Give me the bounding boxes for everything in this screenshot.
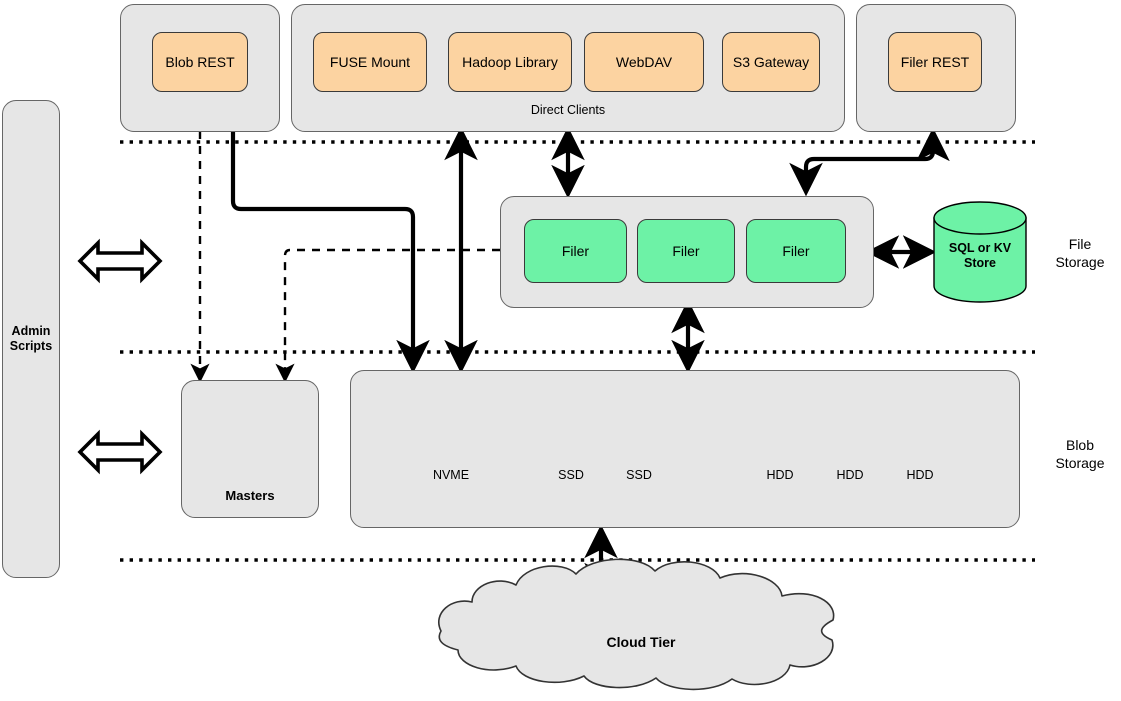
filer-node-1[interactable]: Filer	[524, 219, 627, 283]
connector-filer-to-masters	[275, 248, 500, 383]
side-label-file-storage: File Storage	[1046, 235, 1114, 271]
admin-scripts-label-line1: Admin	[11, 324, 51, 338]
admin-scripts-label-line2: Scripts	[9, 339, 53, 353]
client-fuse-mount[interactable]: FUSE Mount	[313, 32, 427, 92]
disk-label-hdd-2: HDD	[836, 468, 864, 482]
cloud-tier-label: Cloud Tier	[606, 634, 676, 650]
disk-label-hdd-3: HDD	[906, 468, 934, 482]
metastore-label: SQL or KV Store	[934, 241, 1026, 271]
side-label-blob-storage-line2: Storage	[1055, 455, 1105, 471]
masters-group: Masters	[181, 380, 319, 518]
client-s3-gateway[interactable]: S3 Gateway	[722, 32, 820, 92]
admin-scripts-label: Admin Scripts	[10, 324, 52, 354]
cloud-tier: Cloud Tier	[441, 588, 841, 688]
disk-label-hdd-1: HDD	[766, 468, 794, 482]
admin-scripts-panel[interactable]: Admin Scripts	[2, 100, 60, 578]
direct-clients-caption: Direct Clients	[530, 103, 606, 117]
admin-arrow-file-storage	[77, 238, 163, 284]
side-label-file-storage-line1: File	[1068, 236, 1092, 252]
client-hadoop-library[interactable]: Hadoop Library	[448, 32, 572, 92]
filer-node-3[interactable]: Filer	[746, 219, 846, 283]
volume-servers-group	[350, 370, 1020, 528]
masters-label: Masters	[225, 488, 275, 503]
metastore-label-line1: SQL or KV	[948, 241, 1012, 255]
side-label-file-storage-line2: Storage	[1055, 254, 1105, 270]
client-webdav[interactable]: WebDAV	[584, 32, 704, 92]
metastore-label-line2: Store	[964, 256, 996, 270]
client-blob-rest[interactable]: Blob REST	[152, 32, 248, 92]
client-filer-rest[interactable]: Filer REST	[888, 32, 982, 92]
connector-filerrest-to-filers	[789, 127, 950, 197]
disk-label-ssd-1: SSD	[558, 468, 584, 482]
side-label-blob-storage-line1: Blob	[1065, 437, 1095, 453]
filer-node-2[interactable]: Filer	[637, 219, 735, 283]
side-label-blob-storage: Blob Storage	[1046, 436, 1114, 472]
admin-arrow-blob-storage	[77, 429, 163, 475]
connector-blobrest-to-volumes	[230, 128, 430, 374]
disk-label-nvme: NVME	[432, 468, 470, 482]
disk-label-ssd-2: SSD	[626, 468, 652, 482]
